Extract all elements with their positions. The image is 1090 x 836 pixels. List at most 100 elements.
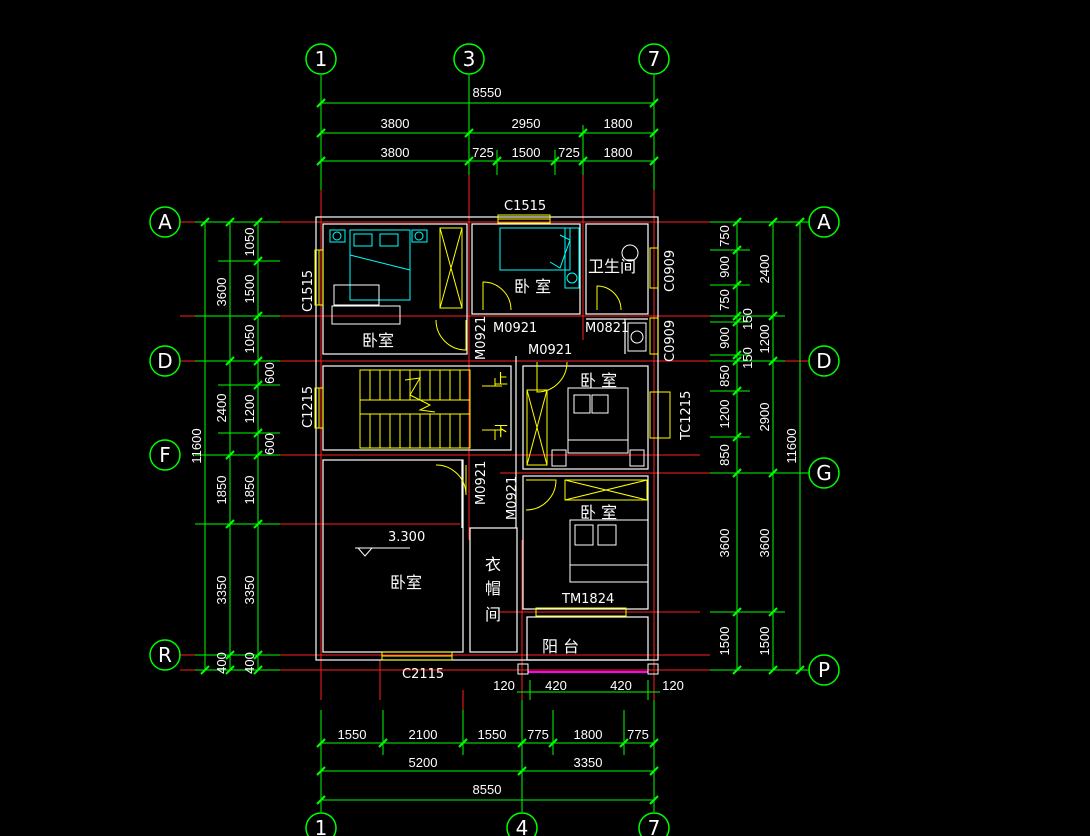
room-closet-0: 衣	[485, 555, 501, 574]
label-c0909-a: C0909	[663, 250, 678, 292]
dim-top-r2-2: 1800	[604, 116, 633, 131]
dim-right-i5: 150	[740, 347, 755, 369]
top-dimensions: 8550 3800 2950 1800 3800 725 1500 725 18…	[381, 85, 633, 160]
axis-top-3: 3	[463, 47, 476, 71]
elevation-mark: 3.300	[388, 530, 425, 545]
label-c1215: C1215	[301, 386, 316, 428]
room-bedroom-n: 卧 室	[514, 277, 551, 296]
label-m0921-c: M0921	[528, 343, 572, 358]
dim-left-i1: 1500	[242, 275, 257, 304]
dim-right-i0: 750	[717, 225, 732, 247]
opening-labels: C1515 C1515 C1215 C0909 C0909 M0921 M082…	[301, 199, 694, 682]
furniture-white	[331, 244, 649, 583]
axis-left-d: D	[157, 349, 172, 373]
dim-left-i0: 1050	[242, 228, 257, 257]
axis-labels: 1 3 7 1 4 7 A D F R A D G P	[157, 47, 831, 836]
dim-bot-r0-0: 120	[493, 678, 515, 693]
room-bedroom-e2: 卧 室	[580, 503, 617, 522]
axis-right-p: P	[818, 658, 830, 682]
dim-bot-r2-0: 5200	[409, 755, 438, 770]
dim-top-r2-0: 3800	[381, 116, 410, 131]
dim-bot-r1-3: 775	[527, 727, 549, 742]
room-bedroom-e1: 卧 室	[580, 371, 617, 390]
label-m0821: M0821	[585, 321, 629, 336]
room-closet-2: 间	[485, 605, 501, 624]
label-tc1215: TC1215	[679, 391, 694, 441]
dim-right-i7: 1200	[717, 400, 732, 429]
dim-top-r3-1: 725	[472, 145, 494, 160]
dim-bot-r0-1: 420	[545, 678, 567, 693]
dim-left-i3: 600	[262, 362, 277, 384]
dim-left-i8: 400	[242, 652, 257, 674]
dim-left-i2: 1050	[242, 325, 257, 354]
dim-right-o4: 1500	[757, 627, 772, 656]
axis-bottom-4: 4	[516, 816, 529, 836]
room-bedroom-sw: 卧室	[390, 573, 422, 592]
balcony-rail	[517, 663, 659, 675]
stair-down: 下	[494, 424, 508, 440]
room-bathroom: 卫生间	[588, 257, 636, 276]
dim-right-i8: 850	[717, 444, 732, 466]
dim-right-i4: 900	[717, 327, 732, 349]
room-labels: 卧室 卧 室 卫生间 卧 室 卧 室 卧室 衣 帽 间 阳 台 上 下 3.30…	[362, 257, 636, 656]
dim-top-r3-3: 725	[558, 145, 580, 160]
dim-top-r3-4: 1800	[604, 145, 633, 160]
label-c1515-left: C1515	[301, 270, 316, 312]
dim-right-o3: 3600	[757, 529, 772, 558]
dim-bot-r1-0: 1550	[338, 727, 367, 742]
furniture-cyan	[329, 227, 580, 301]
right-dimensions: 11600 2400 1200 2900 3600 1500 750 900 7…	[717, 225, 799, 655]
room-balcony: 阳 台	[542, 637, 579, 656]
axis-left-a: A	[158, 210, 172, 234]
dim-right-i10: 1500	[717, 627, 732, 656]
dim-bot-r0-3: 120	[662, 678, 684, 693]
dim-left-o2: 1850	[214, 476, 229, 505]
dimension-ticks	[200, 98, 805, 805]
axis-bottom-1: 1	[315, 816, 328, 836]
dim-left-o3: 3350	[214, 576, 229, 605]
dimension-lines	[195, 75, 810, 812]
dim-left-overall: 11600	[189, 428, 204, 463]
axis-top-1: 1	[315, 47, 328, 71]
left-dimensions: 11600 3600 2400 1850 3350 400 1050 1500 …	[189, 228, 277, 674]
dim-left-i6: 1850	[242, 476, 257, 505]
dim-right-i9: 3600	[717, 529, 732, 558]
axis-bubbles	[149, 43, 840, 836]
dim-right-o0: 2400	[757, 255, 772, 284]
dim-right-i1: 900	[717, 256, 732, 278]
axis-top-7: 7	[648, 47, 661, 71]
dim-bot-r0-2: 420	[610, 678, 632, 693]
dim-top-r3-0: 3800	[381, 145, 410, 160]
dim-bot-r1-4: 1800	[574, 727, 603, 742]
dim-right-i3: 150	[740, 308, 755, 330]
dim-bot-r2-1: 3350	[574, 755, 603, 770]
dim-right-overall: 11600	[784, 428, 799, 463]
dim-left-i4: 1200	[242, 395, 257, 424]
dim-bot-r1-5: 775	[627, 727, 649, 742]
dim-left-i7: 3350	[242, 576, 257, 605]
dim-left-i5: 600	[262, 433, 277, 455]
openings-and-stair	[314, 214, 671, 661]
dim-top-r2-1: 2950	[512, 116, 541, 131]
axis-bottom-7: 7	[648, 816, 661, 836]
dim-left-o1: 2400	[214, 394, 229, 423]
dim-bot-r1-1: 2100	[409, 727, 438, 742]
bottom-dimensions: 120 420 420 120 1550 2100 1550 775 1800 …	[338, 678, 684, 797]
dim-right-i6: 850	[717, 365, 732, 387]
dim-right-o2: 2900	[757, 403, 772, 432]
dim-right-i2: 750	[717, 289, 732, 311]
dim-bot-overall: 8550	[473, 782, 502, 797]
dim-top-r3-2: 1500	[512, 145, 541, 160]
dim-left-o0: 3600	[214, 278, 229, 307]
axis-right-a: A	[817, 210, 831, 234]
label-c1515-top: C1515	[504, 199, 546, 214]
label-m0921-e: M0921	[505, 476, 520, 520]
room-bedroom-nw: 卧室	[362, 331, 394, 350]
label-m0921-a: M0921	[493, 321, 537, 336]
label-m0921-b: M0921	[474, 316, 489, 360]
axis-right-g: G	[816, 461, 832, 485]
dim-right-o1: 1200	[757, 325, 772, 354]
dim-left-o4: 400	[214, 652, 229, 674]
room-closet-1: 帽	[485, 579, 501, 598]
